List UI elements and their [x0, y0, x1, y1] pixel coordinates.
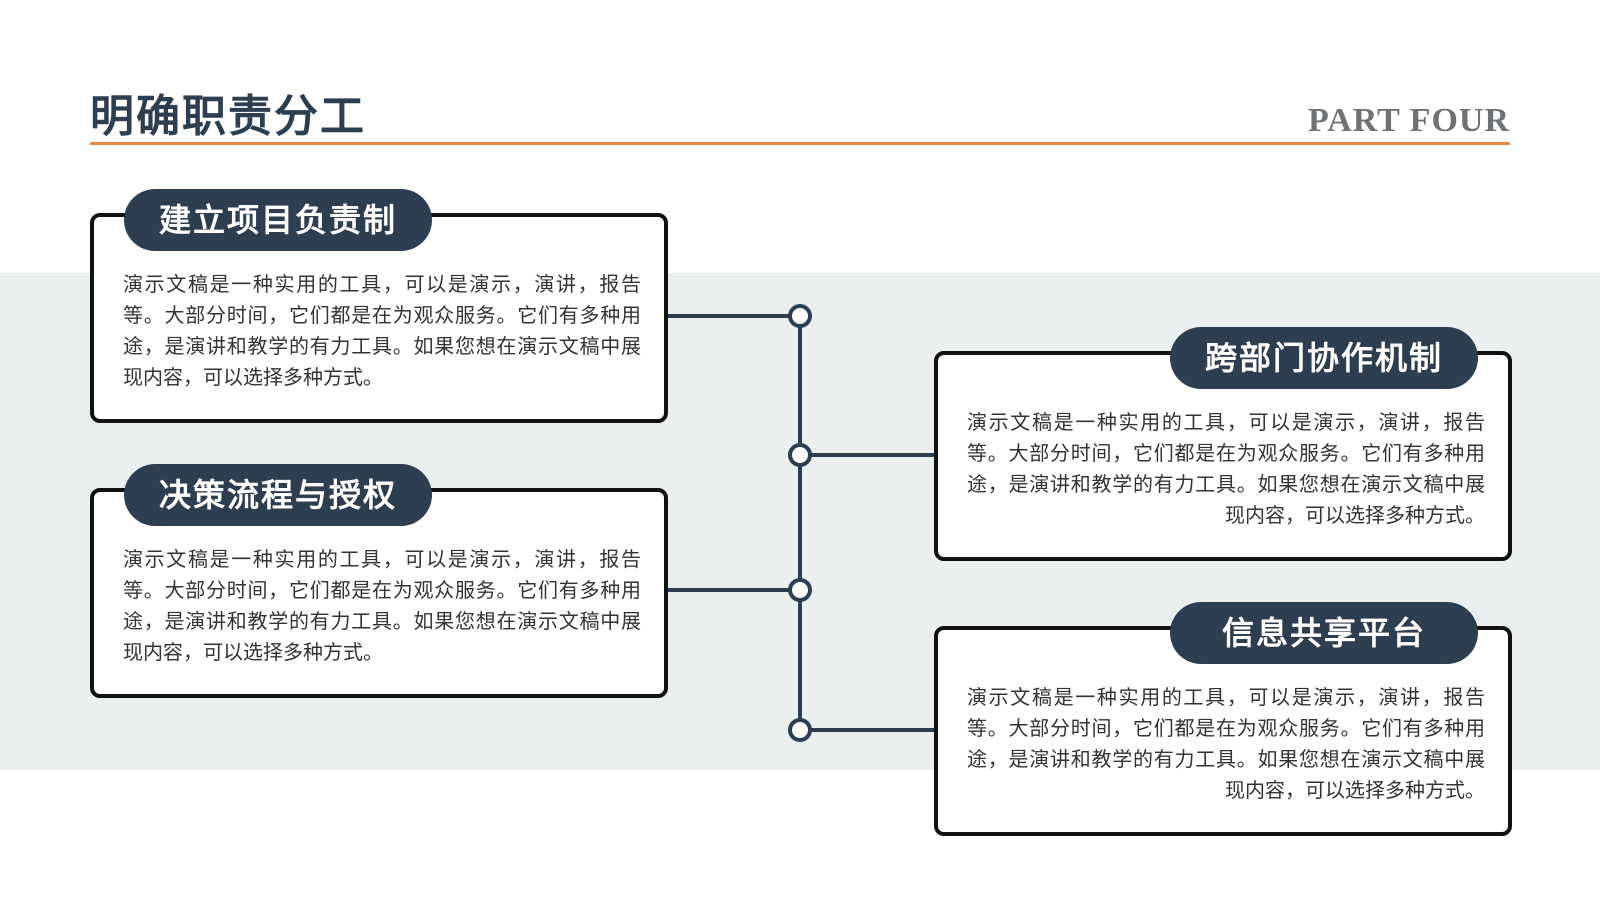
card-body: 演示文稿是一种实用的工具，可以是演示，演讲，报告等。大部分时间，它们都是在为观众… — [123, 547, 641, 664]
card-title: 建立项目负责制 — [124, 189, 432, 251]
connector-node-2 — [788, 443, 812, 467]
card-body: 演示文稿是一种实用的工具，可以是演示，演讲，报告等。大部分时间，它们都是在为观众… — [967, 685, 1485, 802]
card-title: 决策流程与授权 — [124, 464, 432, 526]
card-title: 跨部门协作机制 — [1170, 327, 1478, 389]
card-body: 演示文稿是一种实用的工具，可以是演示，演讲，报告等。大部分时间，它们都是在为观众… — [123, 272, 641, 389]
page-title: 明确职责分工 — [90, 91, 366, 142]
connector-node-4 — [788, 718, 812, 742]
card-cross-department: 跨部门协作机制 演示文稿是一种实用的工具，可以是演示，演讲，报告等。大部分时间，… — [934, 327, 1512, 561]
card-decision-process: 决策流程与授权 演示文稿是一种实用的工具，可以是演示，演讲，报告等。大部分时间，… — [90, 464, 668, 698]
card-info-sharing: 信息共享平台 演示文稿是一种实用的工具，可以是演示，演讲，报告等。大部分时间，它… — [934, 602, 1512, 836]
part-label: PART FOUR — [1307, 102, 1510, 139]
connector-node-3 — [788, 578, 812, 602]
card-title: 信息共享平台 — [1170, 602, 1478, 664]
connector-node-1 — [788, 304, 812, 328]
title-underline — [90, 142, 1510, 145]
card-project-responsibility: 建立项目负责制 演示文稿是一种实用的工具，可以是演示，演讲，报告等。大部分时间，… — [90, 189, 668, 423]
card-body: 演示文稿是一种实用的工具，可以是演示，演讲，报告等。大部分时间，它们都是在为观众… — [967, 410, 1485, 527]
